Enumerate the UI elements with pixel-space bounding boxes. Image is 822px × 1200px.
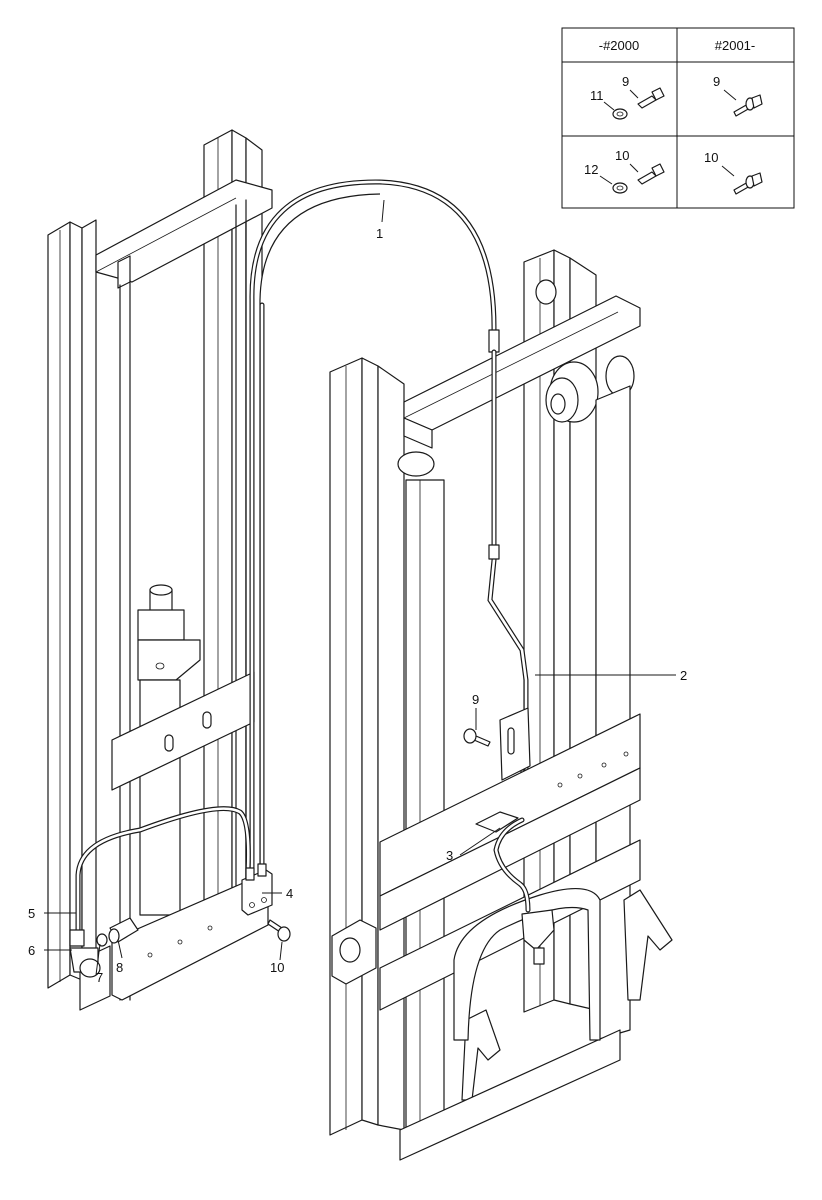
- callout-3: 3: [446, 848, 453, 863]
- callout-5: 5: [28, 906, 35, 921]
- bolt-with-washer-icon: [733, 94, 763, 117]
- callout-10: 10: [270, 960, 284, 975]
- callout-6: 6: [28, 943, 35, 958]
- table-r2-right-label-10: 10: [704, 150, 718, 165]
- outer-mast-assembly: [47, 129, 273, 1011]
- callout-8: 8: [116, 960, 123, 975]
- table-header-left: -#2000: [599, 38, 639, 53]
- callout-9: 9: [472, 692, 479, 707]
- table-r2-label-12: 12: [584, 162, 598, 177]
- bolt-icon: [637, 87, 665, 109]
- bolt-9: [463, 728, 491, 747]
- washer-icon: [612, 182, 628, 194]
- table-r1-label-9: 9: [622, 74, 629, 89]
- callout-leaders: [44, 199, 676, 976]
- carriage: [331, 713, 673, 1161]
- variant-table: -#2000 #2001- 11 9 9 12 10: [561, 27, 795, 209]
- callout-4: 4: [286, 886, 293, 901]
- callout-7: 7: [96, 970, 103, 985]
- fittings-6-7-8: [69, 917, 139, 978]
- table-header-right: #2001-: [715, 38, 755, 53]
- chain-sheave: [397, 355, 635, 477]
- table-border: [561, 27, 795, 209]
- inner-mast-assembly: [329, 249, 673, 1161]
- hose-5: [75, 806, 251, 933]
- bracket-plate: [499, 707, 531, 781]
- connector-block-4: [241, 863, 273, 916]
- table-r1-label-11: 11: [590, 88, 604, 103]
- hose-3-and-valve: [475, 811, 555, 965]
- bolt-10: [267, 919, 291, 942]
- callout-1: 1: [376, 226, 383, 241]
- bolt-icon: [637, 163, 665, 185]
- table-r2-label-10: 10: [615, 148, 629, 163]
- washer-icon: [612, 108, 628, 120]
- callout-labels: 1 2 3 4 5 6 7 8 9 10: [28, 226, 687, 985]
- bolt-with-washer-icon: [733, 172, 763, 195]
- table-r1-right-label-9: 9: [713, 74, 720, 89]
- callout-2: 2: [680, 668, 687, 683]
